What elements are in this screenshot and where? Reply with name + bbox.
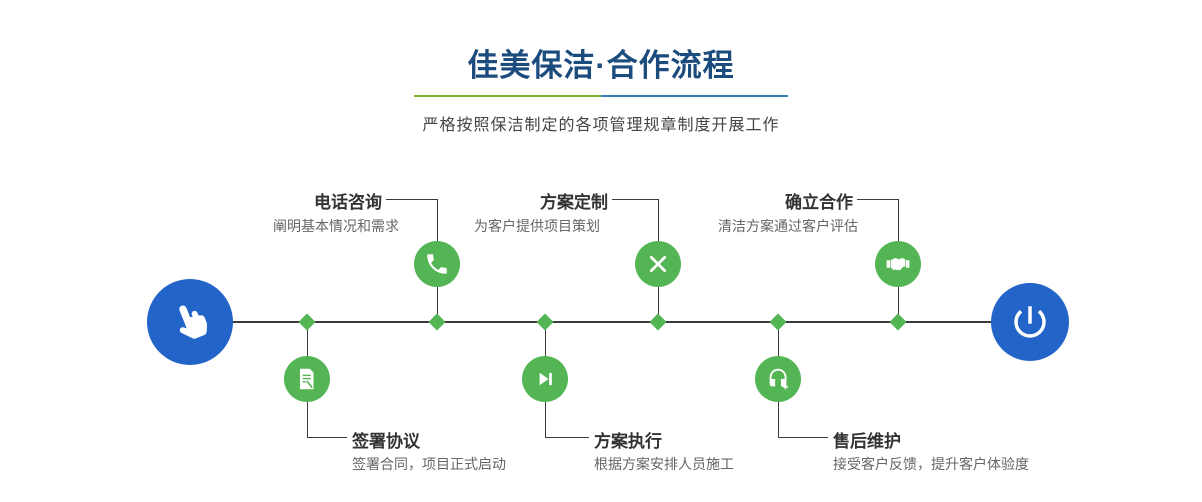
step-desc-sign: 签署合同，项目正式启动 xyxy=(352,456,506,472)
connector-phone-hline xyxy=(386,199,437,200)
headset-icon xyxy=(769,368,788,390)
phone-icon xyxy=(427,254,447,274)
step-circle-phone xyxy=(414,241,460,287)
step-circle-sign xyxy=(284,356,330,402)
page-subtitle: 严格按照保洁制定的各项管理规章制度开展工作 xyxy=(422,117,780,134)
step-desc-phone: 阐明基本情况和需求 xyxy=(273,218,399,234)
timeline-node-diamond xyxy=(298,313,316,331)
connector-execute-hline xyxy=(545,437,589,438)
step-desc-plan: 为客户提供项目策划 xyxy=(474,218,600,234)
title-divider xyxy=(414,95,788,97)
pointing-hand-icon xyxy=(179,305,208,339)
step-title-plan: 方案定制 xyxy=(540,193,608,212)
step-desc-execute: 根据方案安排人员施工 xyxy=(594,456,734,472)
connector-sign-hline xyxy=(307,437,347,438)
play-next-icon xyxy=(539,372,552,386)
step-circle-plan xyxy=(635,241,681,287)
handshake-icon xyxy=(886,258,910,271)
step-desc-aftersale: 接受客户反馈，提升客户体验度 xyxy=(833,456,1029,472)
step-title-execute: 方案执行 xyxy=(594,432,662,451)
step-circle-execute xyxy=(522,356,568,402)
end-node xyxy=(991,283,1069,361)
connector-aftersale-hline xyxy=(778,437,828,438)
step-desc-cooperate: 清洁方案通过客户评估 xyxy=(718,218,858,234)
step-title-phone: 电话咨询 xyxy=(314,193,382,212)
timeline-node-diamond xyxy=(536,313,554,331)
step-circle-cooperate xyxy=(875,241,921,287)
step-title-sign: 签署协议 xyxy=(352,432,420,451)
pencil-ruler-icon xyxy=(649,255,667,273)
timeline-node-diamond xyxy=(889,313,907,331)
step-title-aftersale: 售后维护 xyxy=(833,432,901,451)
start-node xyxy=(147,279,233,365)
timeline-node-diamond xyxy=(428,313,446,331)
connector-cooperate-hline xyxy=(857,199,898,200)
timeline-node-diamond xyxy=(649,313,667,331)
contract-icon xyxy=(299,368,314,390)
page-title: 佳美保洁·合作流程 xyxy=(467,48,735,83)
power-icon xyxy=(1014,306,1046,338)
step-circle-aftersale xyxy=(755,356,801,402)
connector-plan-hline xyxy=(612,199,658,200)
step-title-cooperate: 确立合作 xyxy=(785,193,853,212)
timeline-axis xyxy=(190,321,1030,323)
timeline-node-diamond xyxy=(769,313,787,331)
